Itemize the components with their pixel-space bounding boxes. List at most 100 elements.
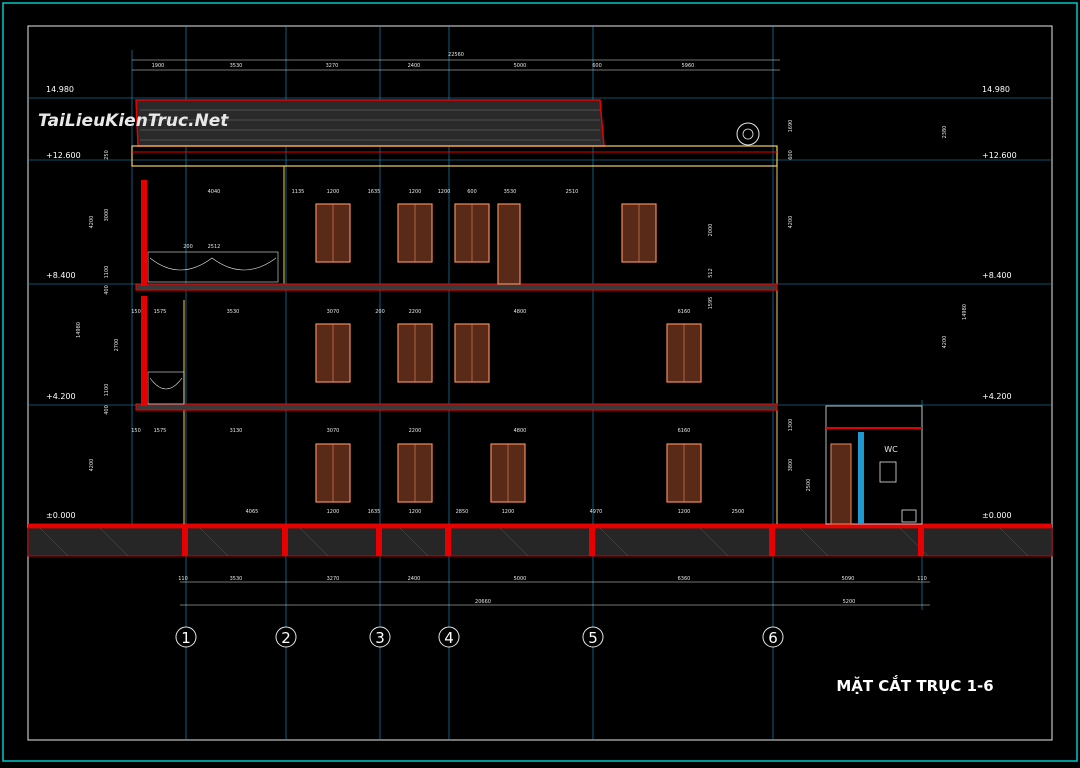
vertical-dim-left: 250: [104, 150, 110, 160]
level-label-left: +12.600: [46, 151, 81, 160]
axis-number: 4: [444, 629, 454, 647]
floor1-dim: 2200: [409, 428, 422, 434]
floor2-dim: 4800: [514, 309, 527, 315]
vertical-dim-left: 1100: [104, 384, 110, 397]
floor3-dim: 1135: [292, 189, 305, 195]
floor3-dim: 1200: [409, 189, 422, 195]
vertical-dim-left: 3000: [104, 209, 110, 222]
axis-number: 5: [588, 629, 598, 647]
top-dim-segment: 2400: [408, 63, 421, 69]
vertical-dim-right: 3800: [788, 459, 794, 472]
ground-dim: 1200: [409, 509, 422, 515]
vertical-dim-left: 2700: [114, 339, 120, 352]
vertical-dim-right: 4200: [942, 336, 948, 349]
floor3-dim: 600: [467, 189, 477, 195]
floor1-dim: 150: [131, 428, 141, 434]
floor2-dim: 200: [375, 309, 385, 315]
floor2-dim: 3070: [327, 309, 340, 315]
floor2-dim: 6160: [678, 309, 691, 315]
floor-slabs: [27, 283, 1053, 557]
axis-number: 6: [768, 629, 778, 647]
window: [315, 203, 702, 503]
ground-dim: 1200: [678, 509, 691, 515]
level-label-right: +12.600: [982, 151, 1017, 160]
vertical-dim-right: 14980: [962, 304, 968, 320]
floor3-dim: 2512: [208, 244, 221, 250]
vertical-dim-right: 1300: [788, 419, 794, 432]
wc-annex: [825, 405, 923, 525]
bottom-dim-segment: 6360: [678, 576, 691, 582]
bottom-dim-segment: 2400: [408, 576, 421, 582]
window-dim: 512: [708, 268, 714, 278]
floor3-dim: 3530: [504, 189, 517, 195]
foundation-band: [27, 527, 1053, 557]
bottom-dim-segment: 110: [917, 576, 927, 582]
bottom-dim-segment: 5090: [842, 576, 855, 582]
bottom-dim-segment: 3270: [327, 576, 340, 582]
ground-dim: 4970: [590, 509, 603, 515]
axis-number: 1: [181, 629, 191, 647]
top-dim-segment: 3270: [326, 63, 339, 69]
axis-bubble: [762, 626, 784, 648]
ground-dim: 1200: [327, 509, 340, 515]
axis-bubble: [369, 626, 391, 648]
floor1-dim: 3070: [327, 428, 340, 434]
top-dim-segment: 3530: [230, 63, 243, 69]
level-label-left: ±0.000: [46, 511, 76, 520]
ground-line: [28, 524, 1052, 528]
axis-bubble: [275, 626, 297, 648]
bottom-dim-segment: 5000: [514, 576, 527, 582]
inner-frame: [27, 25, 1053, 741]
level-lines: [28, 97, 1052, 525]
top-dimension-chain: [132, 59, 780, 71]
floor3-dim: 1200: [438, 189, 451, 195]
floor2-dim: 3530: [227, 309, 240, 315]
foundation-hatch: [39, 527, 1029, 557]
floor2-dim: 150: [131, 309, 141, 315]
vertical-dim-left: 14980: [76, 322, 82, 338]
slab-level-2: [135, 403, 778, 411]
floor1-dim: 3130: [230, 428, 243, 434]
floor3-dim: 2510: [566, 189, 579, 195]
watermark-text: TaiLieuKienTruc.Net: [38, 111, 229, 131]
vertical-dim-right: 2500: [806, 479, 812, 492]
ground-dim: 2850: [456, 509, 469, 515]
vertical-dim-left: 400: [104, 285, 110, 295]
bottom-dim-segment: 110: [178, 576, 188, 582]
axis-bubbles: [175, 626, 784, 648]
vertical-dim-right: 600: [788, 150, 794, 160]
floor3-dim: 4040: [208, 189, 221, 195]
level-label-left: 14.980: [46, 85, 74, 94]
floor3-dim: 200: [183, 244, 193, 250]
balcony-railings: [147, 251, 279, 405]
vertical-dim-left: 1100: [104, 266, 110, 279]
water-tank: [736, 122, 760, 146]
top-dim-segment: 5960: [682, 63, 695, 69]
vertical-dim-left: 4200: [89, 459, 95, 472]
floor3-dim: 1635: [368, 189, 381, 195]
top-overall-dim: 22560: [448, 52, 464, 58]
axis-bubble: [175, 626, 197, 648]
wc-label: WC: [884, 445, 898, 454]
vertical-dim-right: 1690: [788, 120, 794, 133]
axis-number: 3: [375, 629, 385, 647]
window-dim: 2000: [708, 224, 714, 237]
level-label-right: +4.200: [982, 392, 1012, 401]
roof: [131, 99, 778, 167]
bottom-extra-dim: 5200: [843, 599, 856, 605]
level-label-left: +4.200: [46, 392, 76, 401]
ground-dim: 4065: [246, 509, 259, 515]
floor2-dim: 2200: [409, 309, 422, 315]
floor1-dim: 1575: [154, 428, 167, 434]
bottom-overall-dim: 20660: [475, 599, 491, 605]
ground-dim: 1635: [368, 509, 381, 515]
bottom-dimension-chain: [180, 581, 930, 606]
level-label-right: 14.980: [982, 85, 1010, 94]
ground-dim: 1200: [502, 509, 515, 515]
floor2-dim: 1575: [154, 309, 167, 315]
windows: [315, 203, 702, 503]
ground-dim: 2500: [732, 509, 745, 515]
